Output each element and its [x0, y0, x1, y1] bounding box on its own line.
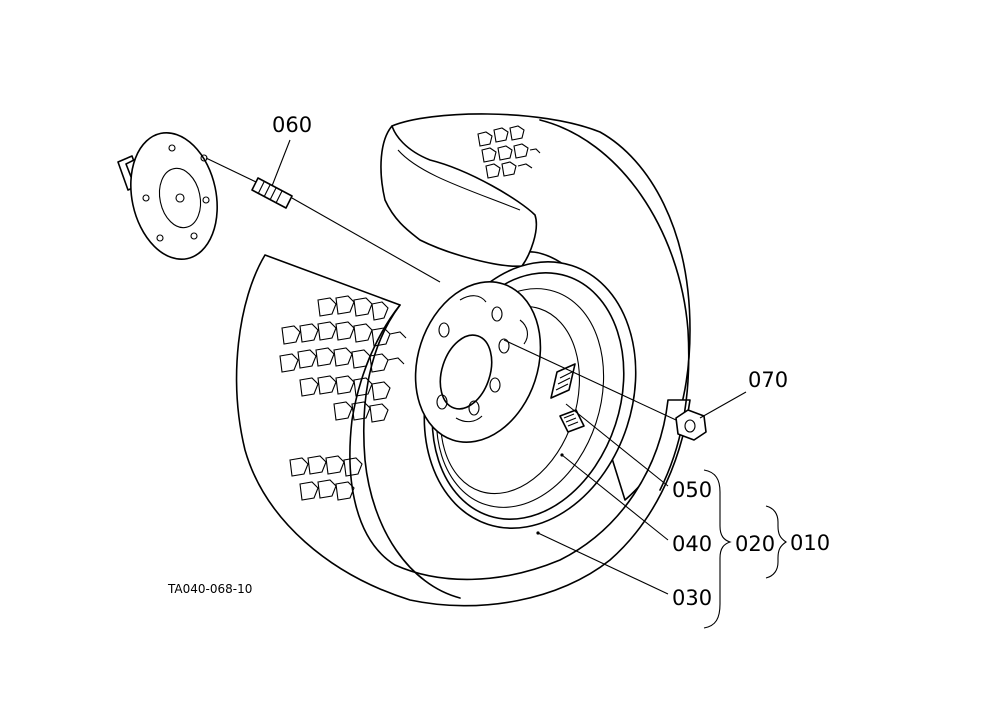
tread-pattern-upper: [477, 125, 541, 179]
grouping-braces: [703, 469, 787, 629]
callout-050: 050: [672, 478, 712, 502]
wheel-nut: [503, 339, 707, 441]
valve: [559, 409, 585, 433]
leader-lines: [271, 139, 747, 595]
callout-010: 010: [790, 531, 830, 555]
callout-040: 040: [672, 532, 712, 556]
tread-pattern-left: [279, 295, 407, 423]
hub: [117, 131, 218, 261]
callout-070: 070: [748, 368, 788, 392]
hub-bolt: [205, 157, 441, 283]
figure-code: TA040-068-10: [167, 582, 252, 596]
callout-060: 060: [272, 113, 312, 137]
rim-bolt-holes: [436, 306, 510, 416]
tread-pattern-lower: [289, 455, 363, 501]
callout-030: 030: [672, 586, 712, 610]
callout-020: 020: [735, 532, 775, 556]
